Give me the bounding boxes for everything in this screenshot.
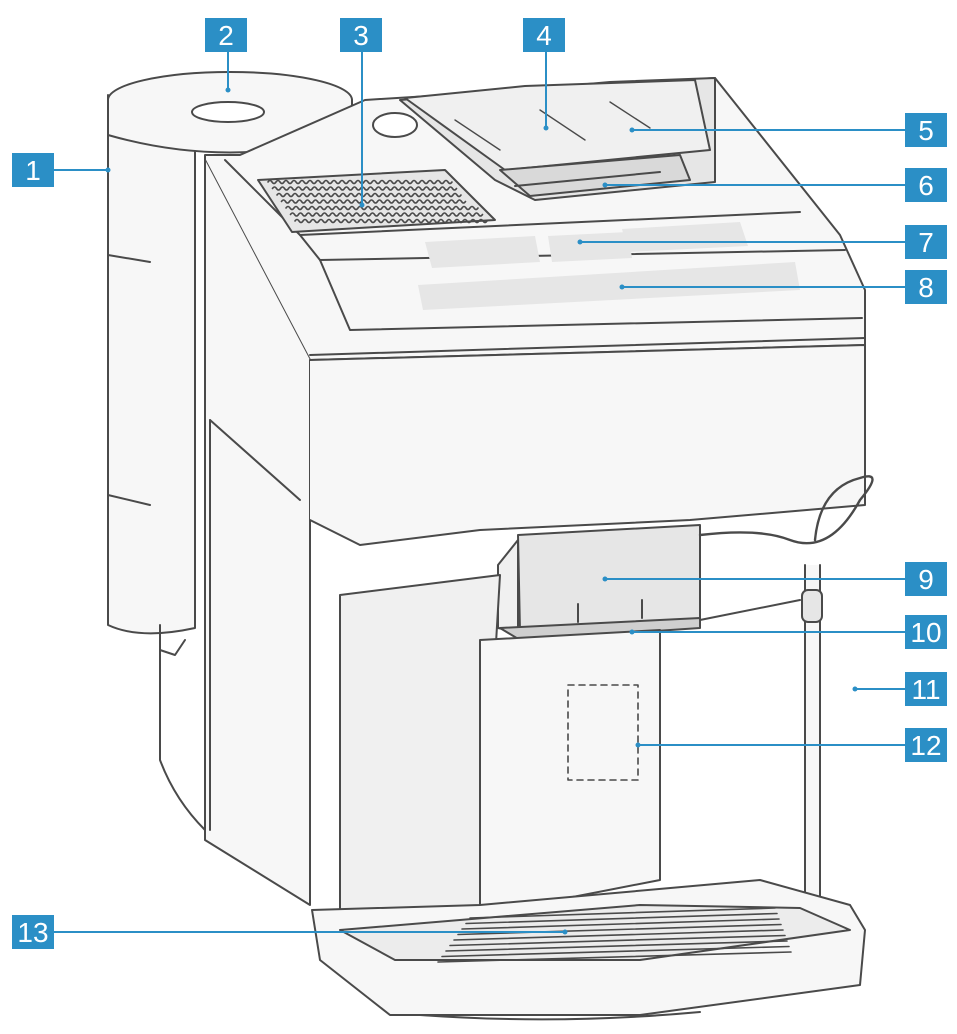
leader-dot-8 (619, 284, 625, 290)
grate-row (280, 199, 467, 204)
callout-box-12 (905, 728, 947, 762)
grate-row (285, 205, 479, 211)
callout-box-7 (905, 225, 947, 259)
lid-compartment (399, 77, 716, 201)
leader-dot-2 (225, 87, 231, 93)
callout-number-9: 9 (918, 564, 934, 595)
leader-dot-9 (602, 576, 608, 582)
callout-number-10: 10 (910, 617, 941, 648)
milk-tube (698, 475, 874, 918)
tray-slat (465, 912, 778, 925)
callout-number-8: 8 (918, 272, 934, 303)
grate-row (294, 218, 488, 224)
callout-number-5: 5 (918, 115, 934, 146)
leader-dot-11 (852, 686, 858, 692)
tray-slat (449, 934, 786, 947)
callout-number-3: 3 (353, 20, 369, 51)
tray-slat (469, 907, 776, 919)
front-housing (159, 159, 866, 906)
callout-number-1: 1 (25, 155, 41, 186)
callout-number-12: 12 (910, 730, 941, 761)
cup-area (339, 574, 801, 926)
grate-row (276, 192, 462, 198)
callout-number-4: 4 (536, 20, 552, 51)
callout-box-1 (12, 153, 54, 187)
callout-box-3 (340, 18, 382, 52)
leader-dot-13 (562, 929, 568, 935)
callout-box-10 (905, 615, 947, 649)
tray-slat (461, 918, 780, 930)
callout-box-8 (905, 270, 947, 304)
leader-dot-4 (543, 125, 549, 131)
callout-box-6 (905, 168, 947, 202)
callout-number-6: 6 (918, 170, 934, 201)
drip-tray (311, 879, 866, 1021)
grate-row (271, 186, 458, 191)
leader-dot-12 (635, 742, 641, 748)
bean-container-grate (257, 169, 496, 233)
grate-row (289, 212, 484, 217)
coffee-outlet (497, 524, 701, 646)
leader-dot-1 (105, 167, 111, 173)
callout-box-2 (205, 18, 247, 52)
leader-dot-6 (602, 182, 608, 188)
tray-slat (453, 929, 784, 941)
callout-box-4 (523, 18, 565, 52)
callout-number-7: 7 (918, 227, 934, 258)
control-panel (418, 222, 800, 310)
water-tank (107, 71, 353, 656)
callout-box-11 (905, 672, 947, 706)
tray-slat (437, 951, 792, 963)
leader-dot-10 (629, 629, 635, 635)
grate-row (267, 179, 453, 185)
leader-dot-3 (359, 202, 365, 208)
leader-dot-7 (577, 239, 583, 245)
leader-dot-5 (629, 127, 635, 133)
callout-number-11: 11 (911, 674, 940, 705)
callout-box-9 (905, 562, 947, 596)
callout-number-13: 13 (17, 917, 48, 948)
callout-box-5 (905, 113, 947, 147)
tray-slat (441, 945, 790, 958)
callout-box-13 (12, 915, 54, 949)
callout-number-2: 2 (218, 20, 234, 51)
tray-slat (445, 940, 788, 952)
